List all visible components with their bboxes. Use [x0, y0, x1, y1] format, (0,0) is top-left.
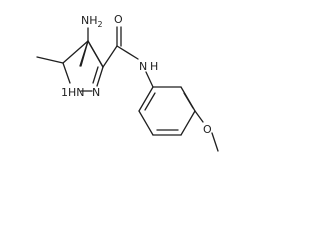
amide-nitrogen-label: N: [139, 60, 147, 73]
bond-c5-n1: [62, 62, 71, 84]
bond-n-ch2: [145, 71, 154, 88]
bond-ar5: [138, 86, 154, 112]
bond-o-ch3: [211, 132, 219, 152]
amine-label: NH2: [81, 14, 103, 29]
amide-hydrogen-label: H: [150, 60, 158, 73]
bond-ar-inner3: [144, 92, 156, 111]
bond-ar-inner1: [183, 92, 194, 109]
bond-c5-c4: [62, 40, 89, 64]
pyrazole-ring: [36, 27, 104, 92]
bond-c4-c3: [80, 40, 89, 67]
bond-c3-n2: [96, 66, 104, 87]
amide-group: [102, 26, 154, 88]
structure-diagram: NH2 O N H N 1HN O: [36, 13, 219, 152]
bond-ar4: [138, 110, 154, 136]
ether-oxygen-label: O: [203, 123, 212, 136]
bond-c3-carbonyl: [102, 45, 118, 68]
carbonyl-oxygen-label: O: [114, 13, 123, 26]
bond-ar-o: [194, 110, 204, 123]
ring-nitrogen-label: N: [92, 86, 100, 99]
methoxy-group: [194, 110, 219, 152]
bond-c4-c3-b: [87, 40, 104, 68]
bond-carbonyl-n: [116, 45, 139, 60]
bond-ar2: [180, 110, 196, 136]
molecule-drawing: NH2 O N H N 1HN O: [36, 13, 219, 152]
bond-c3-n2-double: [92, 66, 99, 84]
benzene-ring: [138, 86, 196, 136]
bond-methyl: [36, 56, 64, 64]
ring-nh-label: 1HN: [61, 86, 85, 99]
